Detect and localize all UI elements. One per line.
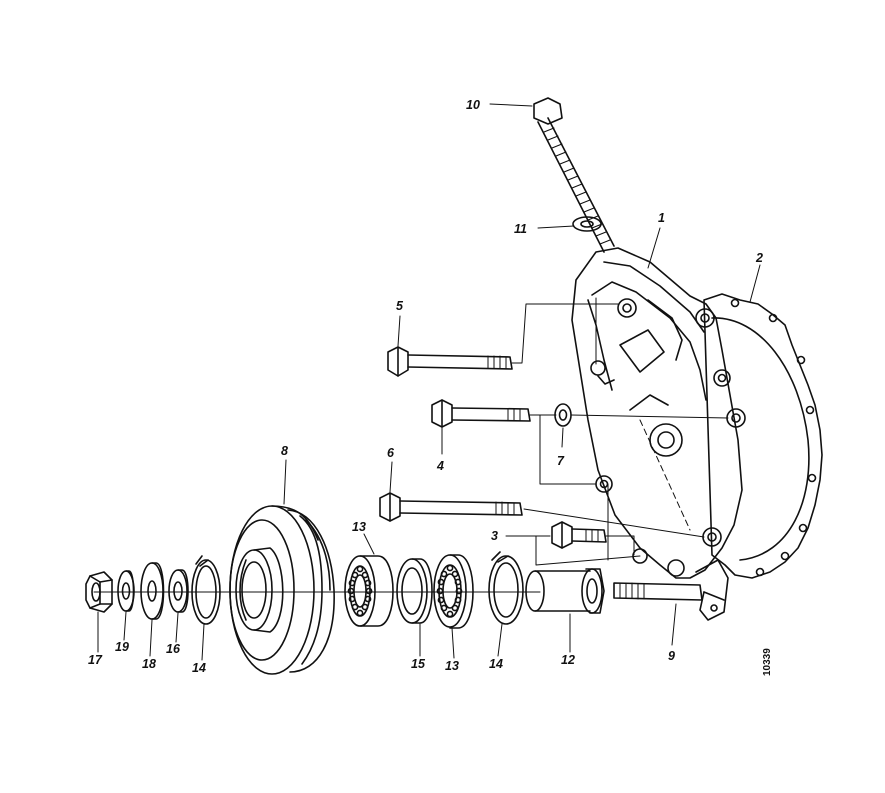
callout-16: 17 — [88, 653, 103, 667]
callout-2: 2 — [755, 251, 763, 265]
callout-11: 11 — [514, 222, 527, 236]
callout-labels: 10 11 1 2 5 4 7 6 8 3 13 9 12 17 19 18 1… — [88, 98, 773, 676]
callout-leaders — [98, 104, 760, 660]
bearing-right — [434, 555, 473, 628]
callout-6: 6 — [387, 446, 395, 460]
washer-small — [555, 404, 571, 426]
spacer-sleeve — [526, 569, 604, 613]
bolt-long-upper — [388, 347, 512, 376]
washer-17 — [169, 570, 188, 612]
circlip-left — [192, 556, 220, 624]
callout-13-left: 13 — [352, 520, 366, 534]
washer-18 — [141, 563, 164, 619]
bolt-medium — [432, 400, 530, 427]
callout-15: 15 — [411, 657, 426, 671]
bearing-left — [345, 556, 393, 626]
bearing-spacer — [397, 559, 432, 623]
callout-8: 8 — [281, 444, 288, 458]
callout-10: 10 — [466, 98, 480, 112]
callout-4: 4 — [436, 459, 444, 473]
callout-14-right: 14 — [489, 657, 503, 671]
assembly-lines — [94, 298, 728, 592]
washer-19 — [118, 571, 134, 611]
callout-12: 12 — [561, 653, 575, 667]
figure-reference-code: 10339 — [762, 648, 773, 676]
callout-7: 7 — [557, 454, 565, 468]
gasket — [704, 294, 822, 578]
callout-9: 9 — [668, 649, 675, 663]
callout-18: 18 — [142, 657, 156, 671]
callout-14-left: 14 — [192, 661, 206, 675]
bolt-short — [552, 522, 606, 548]
callout-17: 16 — [166, 642, 181, 656]
pump-housing-cover — [572, 248, 745, 578]
callout-13-right: 13 — [445, 659, 459, 673]
callout-1: 1 — [658, 211, 665, 225]
hex-nut — [86, 572, 112, 612]
circlip-right — [489, 552, 523, 624]
washer-upper — [573, 217, 601, 231]
bolt-long-lower — [380, 493, 522, 521]
double-pulley — [230, 506, 334, 674]
adjusting-bolt — [534, 98, 614, 252]
callout-19: 19 — [115, 640, 129, 654]
pivot-bolt — [614, 560, 728, 620]
callout-3: 3 — [491, 529, 498, 543]
callout-5: 5 — [396, 299, 404, 313]
